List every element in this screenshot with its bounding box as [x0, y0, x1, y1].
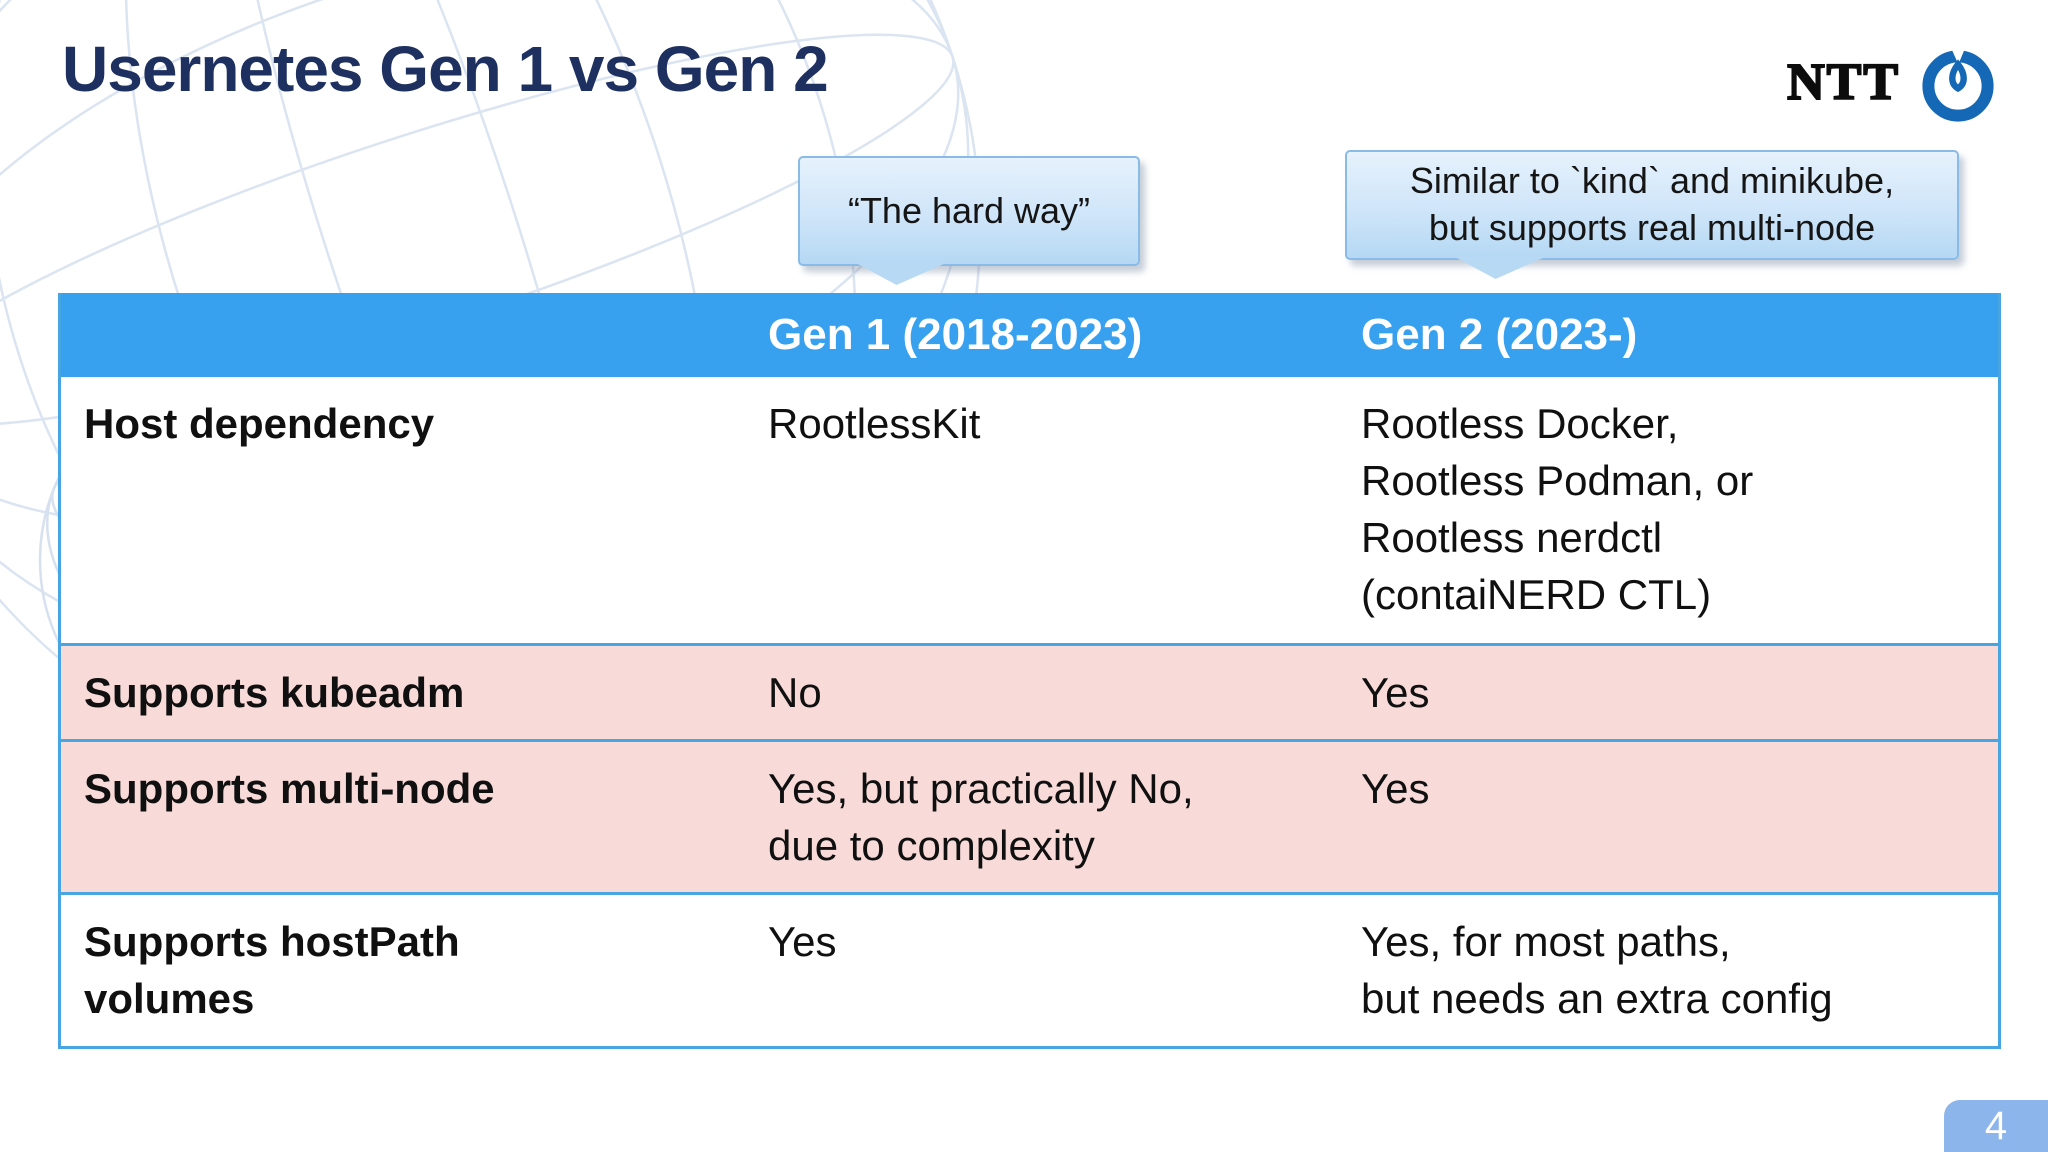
table-row-host-dependency: Host dependency RootlessKit Rootless Doc…: [61, 377, 1998, 643]
column-header-gen2: Gen 2 (2023-): [1361, 310, 1638, 359]
ntt-dynamic-loop-icon: [1918, 40, 1998, 124]
row-label: Supports hostPath volumes: [84, 918, 460, 1023]
row-label: Host dependency: [84, 400, 435, 447]
gen2-cell: Yes, for most paths, but needs an extra …: [1361, 918, 1833, 1023]
comparison-table: Gen 1 (2018-2023) Gen 2 (2023-) Host dep…: [58, 293, 2001, 1049]
ntt-wordmark: NTT: [1786, 53, 1900, 112]
gen1-cell: Yes, but practically No, due to complexi…: [768, 765, 1194, 870]
ntt-logo: NTT: [1786, 40, 1998, 124]
gen2-cell: Rootless Docker, Rootless Podman, or Roo…: [1361, 400, 1754, 619]
page-number-badge: 4: [1944, 1100, 2048, 1152]
callout-gen1-text: “The hard way”: [847, 189, 1091, 231]
row-label: Supports kubeadm: [84, 669, 465, 716]
gen2-cell: Yes: [1361, 669, 1430, 716]
column-header-gen1: Gen 1 (2018-2023): [768, 310, 1143, 359]
gen2-cell: Yes: [1361, 765, 1430, 813]
page-title: Usernetes Gen 1 vs Gen 2: [62, 33, 829, 105]
gen1-cell: Yes: [768, 918, 837, 966]
table-header-row: Gen 1 (2018-2023) Gen 2 (2023-): [61, 293, 1998, 377]
callout-tail: [856, 263, 946, 285]
gen1-cell: No: [768, 669, 822, 716]
callout-gen2-text: Similar to `kind` and minikube, but supp…: [1409, 160, 1895, 248]
table-row-supports-hostpath-volumes: Supports hostPath volumes Yes Yes, for m…: [61, 892, 1998, 1046]
callout-gen2-similar-kind: Similar to `kind` and minikube, but supp…: [1345, 150, 1959, 279]
gen1-cell: RootlessKit: [768, 400, 981, 447]
table-row-supports-multi-node: Supports multi-node Yes, but practically…: [61, 739, 1998, 893]
row-label: Supports multi-node: [84, 765, 495, 813]
callout-gen1-hard-way: “The hard way”: [798, 156, 1140, 285]
table-row-supports-kubeadm: Supports kubeadm No Yes: [61, 643, 1998, 740]
callout-tail: [1455, 257, 1545, 279]
